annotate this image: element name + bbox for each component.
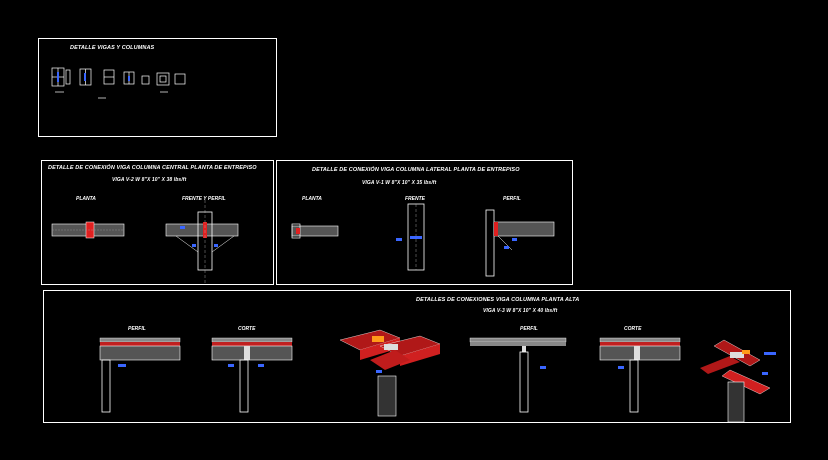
- central-view-front-profile-label: FRENTE Y PERFIL: [182, 196, 226, 202]
- panel-top-title: DETALLE VIGAS Y COLUMNAS: [70, 45, 155, 51]
- panel-central-frame: [41, 160, 274, 285]
- bottom-section-left: [211, 337, 293, 413]
- bottom-view-section-left-label: CORTE: [238, 326, 256, 332]
- section-thumbnails: [51, 67, 186, 99]
- bottom-view-profile-right-label: PERFIL: [520, 326, 538, 332]
- bottom-view-profile-left-label: PERFIL: [128, 326, 146, 332]
- lateral-view-profile-label: PERFIL: [503, 196, 521, 202]
- central-view-plan-label: PLANTA: [76, 196, 96, 202]
- lateral-view-front-label: FRENTE: [405, 196, 425, 202]
- panel-lateral-frame: [276, 160, 573, 285]
- central-plan-slab: [51, 221, 125, 239]
- panel-bottom-frame: [43, 290, 791, 423]
- lateral-profile: [485, 209, 555, 277]
- central-front-profile: [165, 200, 239, 285]
- bottom-profile-right: [469, 337, 567, 413]
- panel-lateral-subtitle: VIGA V-1 W 8"X 10" X 35 lbs/ft: [362, 180, 437, 186]
- panel-top-frame: [38, 38, 277, 137]
- bottom-section-right: [599, 337, 681, 413]
- bottom-profile-left: [99, 337, 181, 413]
- panel-central-subtitle: VIGA V-2 W 8"X 10" X 38 lbs/ft: [112, 177, 187, 183]
- bottom-view-section-right-label: CORTE: [624, 326, 642, 332]
- panel-lateral-title: DETALLE DE CONEXIÓN VIGA COLUMNA LATERAL…: [312, 167, 520, 173]
- bottom-isometric-left: [339, 329, 441, 417]
- lateral-plan: [291, 223, 339, 239]
- bottom-isometric-right: [700, 339, 776, 423]
- lateral-front: [396, 203, 425, 271]
- section-thumbnail-accents: [57, 72, 130, 82]
- panel-bottom-subtitle: VIGA V-3 W 8"X 10" X 40 lbs/ft: [483, 308, 558, 314]
- panel-bottom-title: DETALLES DE CONEXIONES VIGA COLUMNA PLAN…: [416, 297, 580, 303]
- lateral-view-plan-label: PLANTA: [302, 196, 322, 202]
- panel-central-title: DETALLE DE CONEXIÓN VIGA COLUMNA CENTRAL…: [48, 165, 257, 171]
